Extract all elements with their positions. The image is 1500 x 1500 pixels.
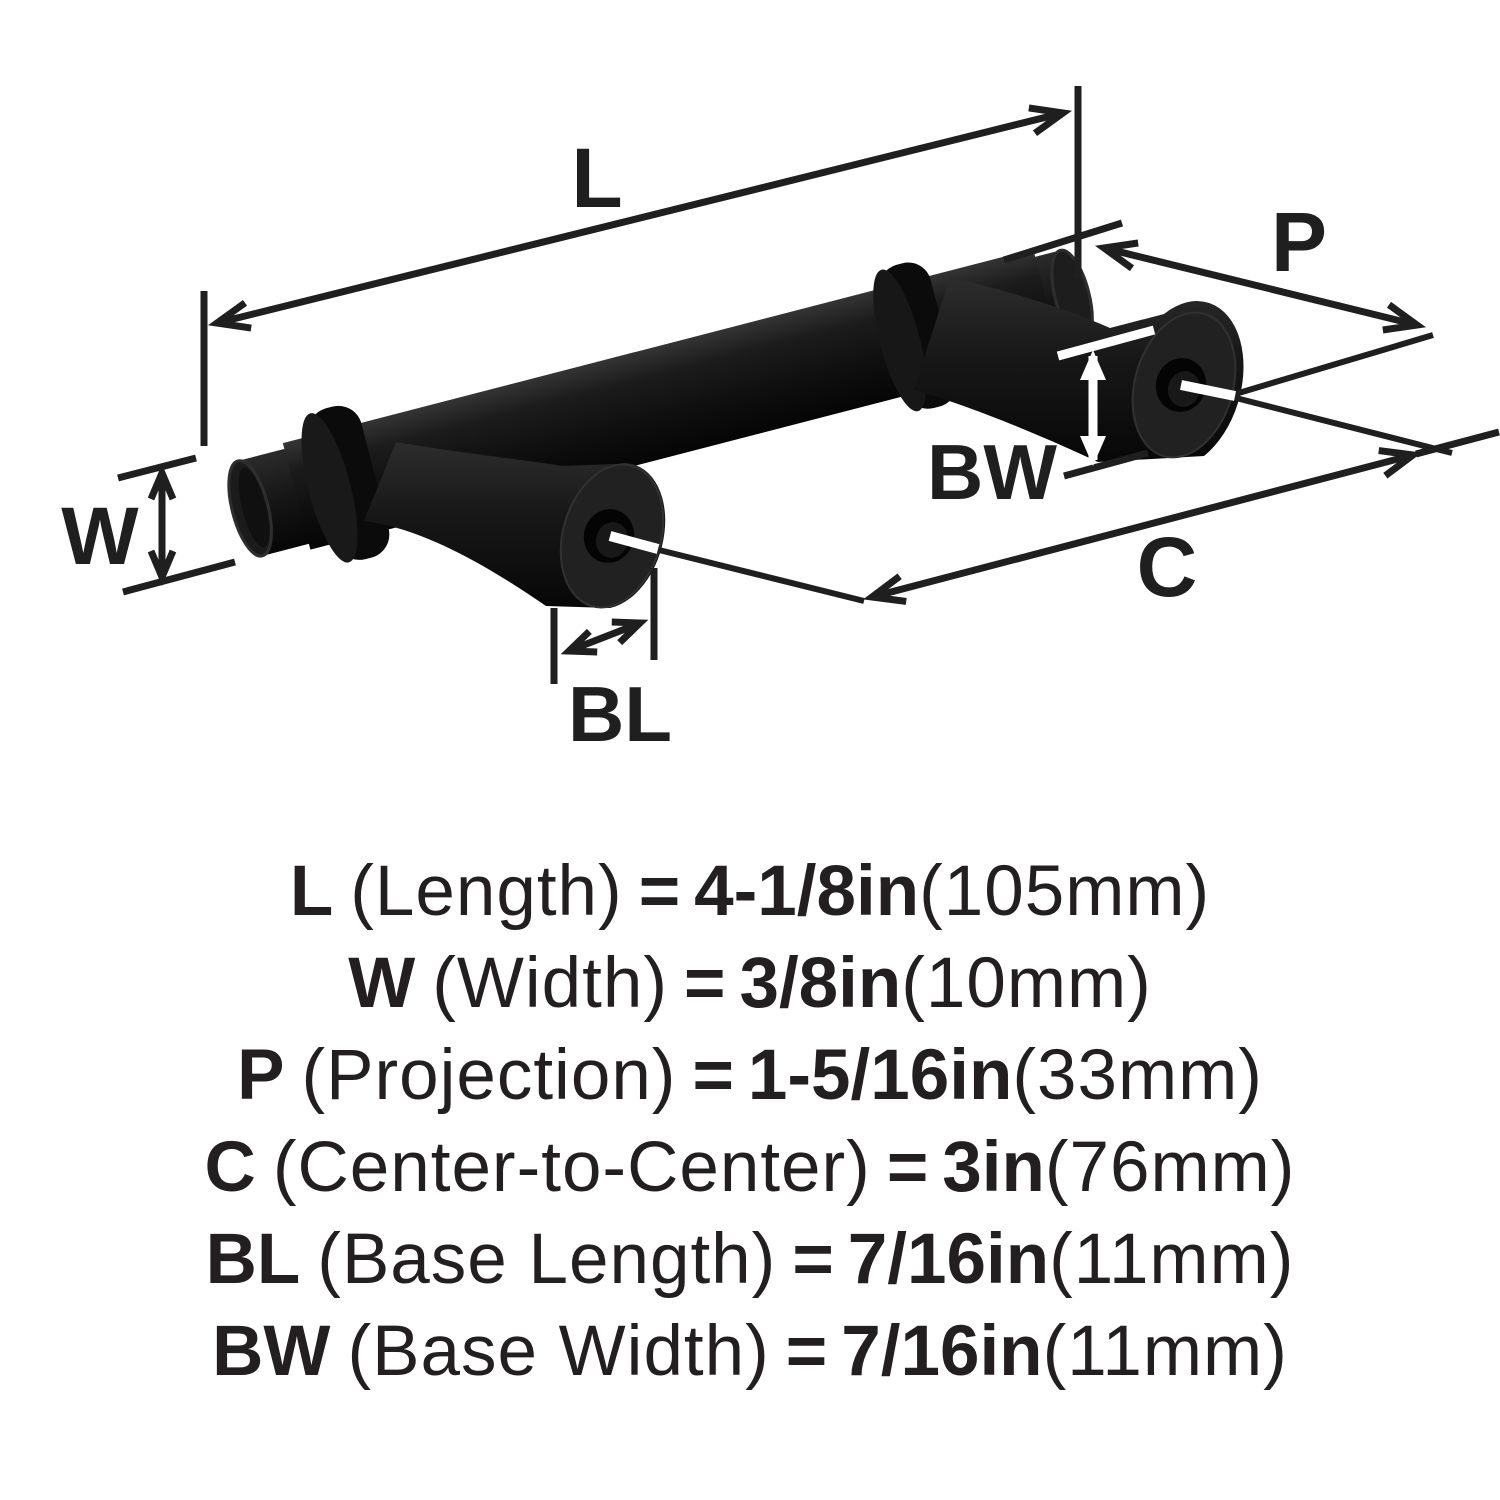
dimension-L <box>200 86 1082 446</box>
spec-value: 7/16in <box>847 1220 1050 1299</box>
w-tick-top <box>117 454 197 482</box>
pull-handle-render <box>227 248 1244 609</box>
equals-sign: = <box>886 1128 929 1207</box>
spec-metric: (105mm) <box>919 852 1211 931</box>
spec-metric: (76mm) <box>1044 1128 1296 1207</box>
dimension-labels: L P C W BW BL <box>61 131 1327 758</box>
left-hole-leader-white <box>608 531 660 554</box>
p-arrowhead-left <box>1094 239 1139 272</box>
equals-sign: = <box>792 1220 834 1299</box>
label-L: L <box>571 131 622 225</box>
spec-code: L <box>289 852 334 931</box>
spec-value: 3in <box>942 1128 1045 1207</box>
l-arrowhead-right <box>1028 104 1073 137</box>
equals-sign: = <box>638 852 681 931</box>
p-extension-tick <box>1002 219 1124 264</box>
dimension-C <box>863 428 1500 605</box>
spec-metric: (11mm) <box>1042 1312 1288 1391</box>
right-hole-leader-up <box>1231 332 1434 398</box>
dimension-P <box>1002 219 1427 334</box>
spec-value: 1-5/16in <box>747 1036 1013 1115</box>
left-end-cap-bevel <box>238 467 270 548</box>
bl-arrowhead-left <box>560 628 598 656</box>
dimension-W <box>117 454 236 596</box>
spec-name: (Width) <box>432 944 668 1023</box>
right-hole-leader-down <box>1231 394 1453 456</box>
label-P: P <box>1271 195 1327 289</box>
c-arrowhead-left <box>863 573 907 605</box>
spec-row-width: W(Width)=3/8in(10mm) <box>0 938 1500 1030</box>
spec-row-base-length: BL(Base Length)=7/16in(11mm) <box>0 1214 1500 1306</box>
spec-metric: (11mm) <box>1049 1220 1295 1299</box>
right-collar-face <box>873 269 927 412</box>
right-hole-leader-white <box>1180 380 1236 401</box>
p-arrowhead-right <box>1382 301 1427 334</box>
bw-tick-top-white <box>1056 325 1156 361</box>
p-arrow-line <box>1103 244 1418 329</box>
dimension-lines <box>117 86 1500 684</box>
spec-metric: (33mm) <box>1012 1036 1263 1115</box>
spec-name: (Base Width) <box>347 1312 770 1391</box>
spec-value: 3/8in <box>739 944 902 1023</box>
c-arrowhead-right <box>1378 447 1422 479</box>
label-BW: BW <box>927 428 1057 516</box>
equals-sign: = <box>692 1036 734 1115</box>
label-C: C <box>1137 520 1198 614</box>
w-arrowhead-bottom <box>147 549 177 586</box>
l-arrow-line <box>216 109 1064 327</box>
l-arrowhead-left <box>207 299 252 332</box>
left-collar-face <box>301 413 358 563</box>
bw-arrowhead-top <box>1080 350 1106 380</box>
spec-code: W <box>348 944 416 1023</box>
spec-row-base-width: BW(Base Width)=7/16in(11mm) <box>0 1306 1500 1398</box>
left-hole-leader <box>654 546 865 604</box>
leader-lines <box>654 332 1453 604</box>
spec-code: BL <box>205 1220 301 1299</box>
spec-code: P <box>237 1036 285 1115</box>
bl-arrow-line <box>569 620 640 654</box>
spec-row-length: L(Length)=4-1/8in(105mm) <box>0 846 1500 938</box>
left-post <box>364 442 666 609</box>
spec-value: 4-1/8in <box>694 852 920 931</box>
spec-row-projection: P(Projection)=1-5/16in(33mm) <box>0 1030 1500 1122</box>
equals-sign: = <box>683 944 726 1023</box>
spec-code: C <box>204 1128 256 1207</box>
w-arrowhead-top <box>147 464 177 501</box>
spec-code: BW <box>212 1312 331 1391</box>
bl-arrowhead-right <box>611 618 649 646</box>
label-W: W <box>61 491 139 582</box>
c-extension-right <box>1415 428 1500 458</box>
c-arrow-line <box>871 451 1414 601</box>
label-BL: BL <box>568 670 672 758</box>
white-overlays <box>608 325 1236 554</box>
spec-row-center-to-center: C(Center-to-Center)=3in(76mm) <box>0 1122 1500 1214</box>
spec-name: (Base Length) <box>317 1220 777 1299</box>
spec-name: (Length) <box>350 852 623 931</box>
w-tick-bottom <box>122 558 236 596</box>
spec-name: (Projection) <box>301 1036 677 1115</box>
spec-value: 7/16in <box>841 1312 1043 1391</box>
spec-list: L(Length)=4-1/8in(105mm) W(Width)=3/8in(… <box>0 846 1500 1398</box>
bw-arrowhead-bottom <box>1080 436 1106 466</box>
dimension-BL <box>550 568 658 684</box>
bw-tick-bottom <box>1063 449 1149 480</box>
equals-sign: = <box>785 1312 828 1391</box>
spec-name: (Center-to-Center) <box>272 1128 871 1207</box>
spec-metric: (10mm) <box>901 944 1152 1023</box>
